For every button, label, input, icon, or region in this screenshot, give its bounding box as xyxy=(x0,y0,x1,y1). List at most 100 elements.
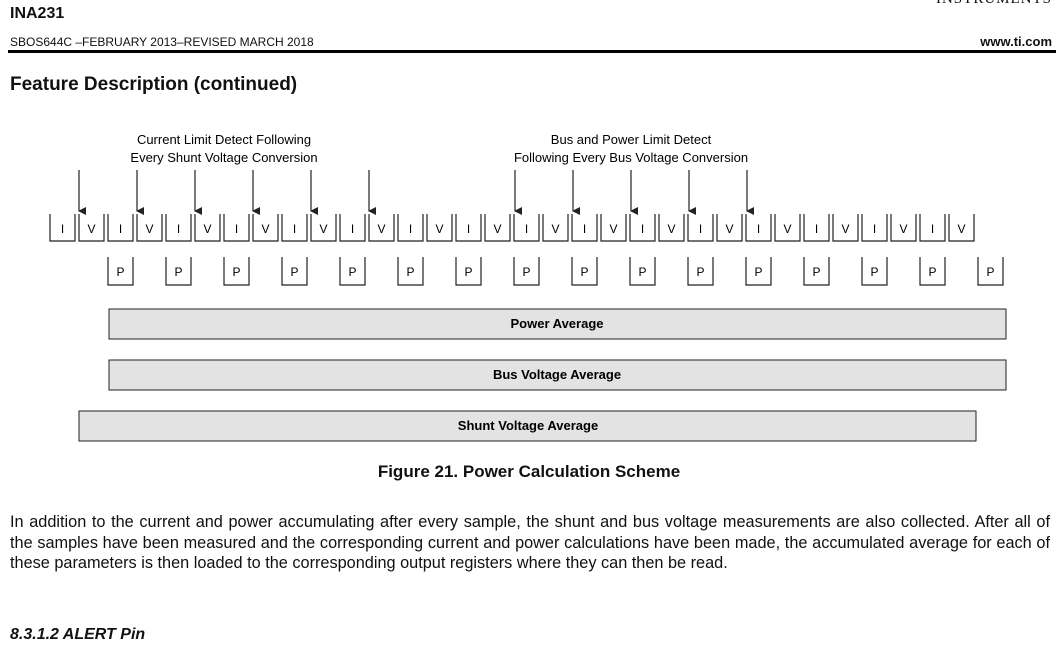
power-slot-label: P xyxy=(638,265,646,279)
subsection-heading: 8.3.1.2 ALERT Pin xyxy=(10,626,146,643)
voltage-slot: V xyxy=(136,214,163,242)
current-slot-label: I xyxy=(177,222,180,236)
voltage-slot-label: V xyxy=(783,222,791,236)
document-id: INA231 xyxy=(10,5,65,22)
power-slot: P xyxy=(803,257,830,286)
annotation-left-line2: Every Shunt Voltage Conversion xyxy=(130,150,317,165)
voltage-slot: V xyxy=(948,214,975,242)
voltage-slot-label: V xyxy=(667,222,675,236)
voltage-slot: V xyxy=(426,214,453,242)
current-slot-label: I xyxy=(931,222,934,236)
current-slot: I xyxy=(397,214,424,242)
current-slot-label: I xyxy=(409,222,412,236)
current-slot-label: I xyxy=(61,222,64,236)
power-slot-label: P xyxy=(812,265,820,279)
voltage-slot: V xyxy=(890,214,917,242)
current-slot-label: I xyxy=(235,222,238,236)
current-slot-label: I xyxy=(467,222,470,236)
current-slot-label: I xyxy=(293,222,296,236)
voltage-slot-label: V xyxy=(145,222,153,236)
power-slot: P xyxy=(745,257,772,286)
power-slot: P xyxy=(455,257,482,286)
voltage-slot-label: V xyxy=(899,222,907,236)
power-slot: P xyxy=(919,257,946,286)
power-slot: P xyxy=(397,257,424,286)
power-slot-label: P xyxy=(232,265,240,279)
current-slot-label: I xyxy=(525,222,528,236)
current-slot: I xyxy=(571,214,598,242)
voltage-slot: V xyxy=(368,214,395,242)
power-slot-label: P xyxy=(464,265,472,279)
voltage-slot: V xyxy=(310,214,337,242)
voltage-slot-label: V xyxy=(319,222,327,236)
power-slot-label: P xyxy=(928,265,936,279)
power-slot-label: P xyxy=(986,265,994,279)
bus-voltage-average-bar xyxy=(108,359,1007,391)
voltage-slot-label: V xyxy=(725,222,733,236)
power-slot-label: P xyxy=(290,265,298,279)
power-slot-label: P xyxy=(348,265,356,279)
current-slot: I xyxy=(49,214,76,242)
current-slot: I xyxy=(339,214,366,242)
power-slot-label: P xyxy=(116,265,124,279)
current-slot: I xyxy=(513,214,540,242)
power-slot-label: P xyxy=(174,265,182,279)
power-slot: P xyxy=(223,257,250,286)
voltage-slot-label: V xyxy=(203,222,211,236)
voltage-slot-label: V xyxy=(377,222,385,236)
power-slot-label: P xyxy=(406,265,414,279)
power-slot: P xyxy=(281,257,308,286)
current-slot-label: I xyxy=(351,222,354,236)
power-slot: P xyxy=(977,257,1004,286)
voltage-slot: V xyxy=(658,214,685,242)
voltage-slot: V xyxy=(78,214,105,242)
voltage-slot: V xyxy=(194,214,221,242)
power-average-label: Power Average xyxy=(511,316,604,331)
shunt-voltage-average-bar xyxy=(78,410,977,442)
current-slot-label: I xyxy=(873,222,876,236)
shunt-voltage-average-label: Shunt Voltage Average xyxy=(458,418,598,433)
revision-line: SBOS644C –FEBRUARY 2013–REVISED MARCH 20… xyxy=(10,35,314,49)
power-slot-label: P xyxy=(754,265,762,279)
voltage-slot: V xyxy=(774,214,801,242)
current-slot: I xyxy=(223,214,250,242)
annotation-left-line1: Current Limit Detect Following xyxy=(137,132,311,147)
annotation-right-line1: Bus and Power Limit Detect xyxy=(551,132,712,147)
current-slot-label: I xyxy=(641,222,644,236)
voltage-slot-label: V xyxy=(841,222,849,236)
bus-voltage-average-label: Bus Voltage Average xyxy=(493,367,621,382)
voltage-slot-label: V xyxy=(957,222,965,236)
current-slot: I xyxy=(745,214,772,242)
current-slot: I xyxy=(629,214,656,242)
power-average-bar xyxy=(108,308,1007,340)
power-slot-label: P xyxy=(580,265,588,279)
voltage-slot-label: V xyxy=(435,222,443,236)
voltage-slot-label: V xyxy=(87,222,95,236)
current-slot: I xyxy=(455,214,482,242)
voltage-slot: V xyxy=(832,214,859,242)
current-slot-label: I xyxy=(699,222,702,236)
current-slot-label: I xyxy=(119,222,122,236)
power-slot: P xyxy=(513,257,540,286)
voltage-slot-label: V xyxy=(551,222,559,236)
voltage-slot-label: V xyxy=(261,222,269,236)
website-link[interactable]: www.ti.com xyxy=(980,34,1052,49)
brand-text: INSTRUMENTS xyxy=(936,0,1052,8)
power-slot: P xyxy=(571,257,598,286)
voltage-slot: V xyxy=(252,214,279,242)
current-slot: I xyxy=(861,214,888,242)
voltage-slot-label: V xyxy=(493,222,501,236)
current-slot-label: I xyxy=(757,222,760,236)
current-slot: I xyxy=(281,214,308,242)
power-slot-label: P xyxy=(696,265,704,279)
current-slot-label: I xyxy=(583,222,586,236)
power-slot: P xyxy=(165,257,192,286)
figure-caption: Figure 21. Power Calculation Scheme xyxy=(377,462,681,481)
current-slot: I xyxy=(687,214,714,242)
annotation-right-line2: Following Every Bus Voltage Conversion xyxy=(514,150,748,165)
body-paragraph: In addition to the current and power acc… xyxy=(10,513,1050,572)
section-title: Feature Description (continued) xyxy=(10,74,298,95)
power-calculation-diagram: Current Limit Detect Following Every Shu… xyxy=(49,132,1007,442)
